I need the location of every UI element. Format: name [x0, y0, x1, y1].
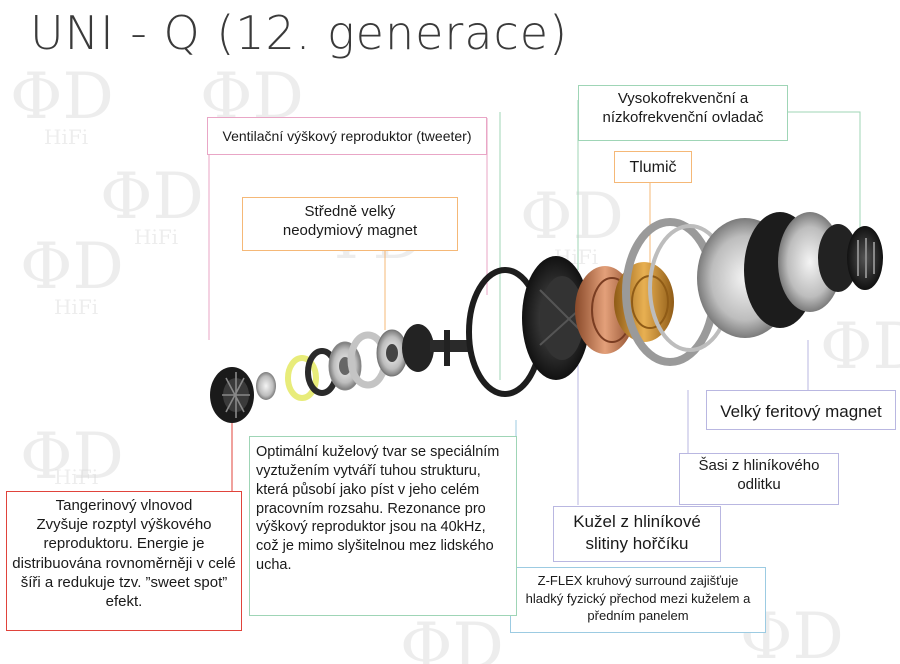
label-ferrite-magnet: Velký feritový magnet	[706, 390, 896, 430]
tangerine-waveguide	[210, 367, 254, 423]
label-chassis: Šasi z hliníkového odlitku	[679, 453, 839, 505]
leader-line-crossover	[788, 111, 861, 240]
label-damper: Tlumič	[614, 151, 692, 183]
yellow-ring	[285, 355, 319, 401]
label-tangerine: Tangerinový vlnovod Zvyšuje rozptyl výšk…	[6, 491, 242, 631]
label-surround: Z-FLEX kruhový surround zajišťuje hladký…	[510, 567, 766, 633]
cone	[522, 256, 591, 380]
label-cone-shape: Optimální kuželový tvar se speciálním vy…	[249, 436, 517, 616]
rear-driver	[847, 226, 883, 290]
label-tweeter: Ventilační výškový reproduktor (tweeter)	[207, 117, 487, 155]
label-tangerine-title: Tangerinový vlnovod	[55, 497, 193, 514]
page-title: UNI - Q (12. generace)	[30, 6, 569, 60]
label-crossover: Vysokofrekvenční a nízkofrekvenční ovlad…	[578, 85, 788, 141]
tweeter-housing	[402, 324, 470, 372]
label-tangerine-body: Zvyšuje rozptyl výškového reproduktoru. …	[12, 516, 236, 610]
label-neodymium-magnet: Středně velký neodymiový magnet	[242, 197, 458, 251]
ferrite-magnet	[697, 212, 858, 338]
label-cone: Kužel z hliníkové slitiny hořčíku	[553, 506, 721, 562]
tweeter-dome	[256, 372, 276, 400]
